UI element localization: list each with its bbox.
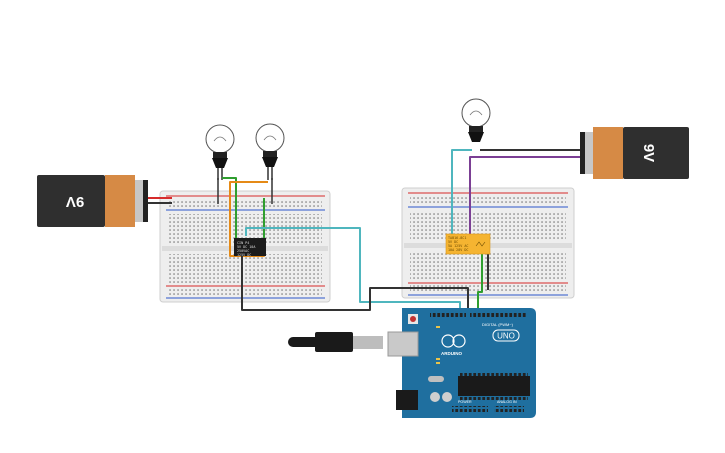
relay-right-line-1: TAB16-8C1 bbox=[448, 236, 466, 240]
battery-right[interactable]: 9V bbox=[580, 127, 689, 179]
relay-right[interactable]: TAB16-8C1 5V DC 5A 125V AC 10A 28V DC bbox=[445, 233, 491, 255]
relay-left-line-3: 250VAC bbox=[237, 249, 249, 253]
usb-cable[interactable] bbox=[288, 332, 383, 352]
wire-green-left bbox=[222, 177, 237, 244]
relay-right-line-3: 5A 125V AC bbox=[448, 244, 468, 248]
light-bulb-left-1[interactable] bbox=[205, 124, 235, 180]
light-bulb-right[interactable] bbox=[461, 98, 491, 142]
wire-green-right bbox=[477, 244, 483, 314]
wire-purple bbox=[469, 156, 580, 236]
relay-right-line-2: 5V DC bbox=[448, 240, 458, 244]
arduino-uno-board[interactable]: ARDUINO UNO DIGITAL (PWM~) POWER ANALOG … bbox=[387, 308, 536, 418]
battery-left[interactable]: 9V bbox=[37, 175, 148, 227]
analog-header-label: ANALOG IN bbox=[497, 400, 517, 404]
arduino-model-label: UNO bbox=[497, 332, 515, 341]
digital-header-label: DIGITAL (PWM~) bbox=[482, 322, 514, 327]
relay-left[interactable]: CIN P4 5V DC 10A 250VAC 125V DC bbox=[234, 238, 266, 257]
wire-black-left bbox=[241, 248, 469, 314]
relay-left-line-4: 125V DC bbox=[237, 253, 251, 257]
power-header-label: POWER bbox=[458, 400, 472, 404]
breadboard-left[interactable] bbox=[159, 190, 331, 303]
wire-teal-left bbox=[245, 227, 461, 314]
relay-left-line-1: CIN P4 bbox=[237, 241, 249, 245]
wires bbox=[148, 149, 580, 314]
light-bulb-left-2[interactable] bbox=[255, 123, 285, 180]
relay-right-line-4: 10A 28V DC bbox=[448, 248, 468, 252]
battery-left-label: 9V bbox=[66, 193, 84, 210]
relay-left-line-2: 5V DC 10A bbox=[237, 245, 255, 249]
battery-right-label: 9V bbox=[640, 144, 657, 162]
wire-teal-right bbox=[451, 149, 472, 238]
arduino-brand-label: ARDUINO bbox=[441, 351, 462, 356]
